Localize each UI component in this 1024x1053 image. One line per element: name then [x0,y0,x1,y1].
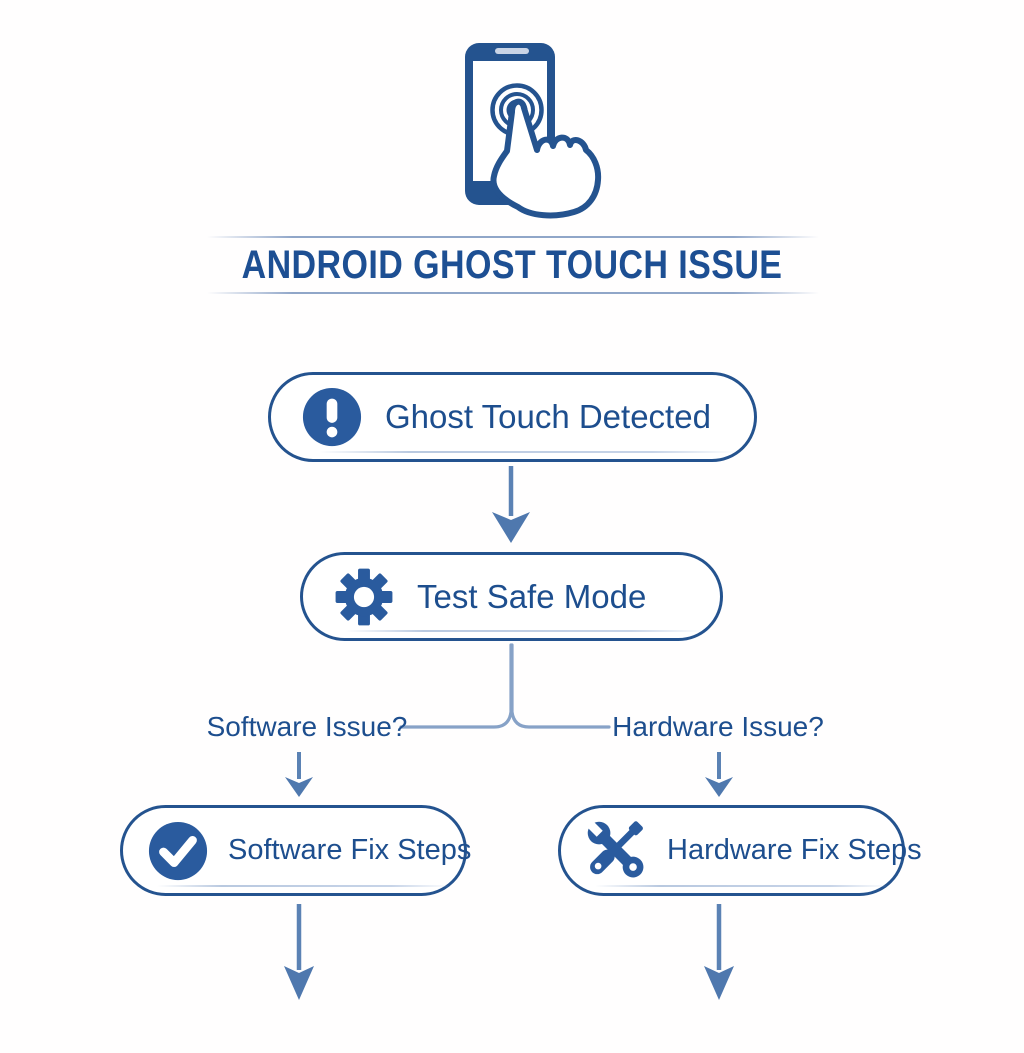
arrow-down-icon [492,466,530,543]
node-label: Test Safe Mode [417,577,647,615]
node-label: Software Fix Steps [228,834,472,866]
arrow-down-icon [285,752,313,797]
divider-line [207,236,819,238]
page-title: ANDROID GHOST TOUCH ISSUE [241,243,783,287]
node-label: Hardware Fix Steps [667,834,922,866]
node-software-fix-steps: Software Fix Steps [120,805,471,896]
node-label: Ghost Touch Detected [385,398,711,435]
alert-icon [302,387,362,447]
node-test-safe-mode: Test Safe Mode [300,552,723,641]
node-ghost-touch-detected: Ghost Touch Detected [268,372,757,462]
phone-touch-icon [465,43,602,219]
branch-label-software-issue: Software Issue? [206,711,408,742]
arrow-down-icon [284,904,314,1000]
tools-icon [583,816,644,877]
branch-label-hardware-issue: Hardware Issue? [612,711,824,742]
divider-line [207,292,819,294]
gear-icon [335,568,393,625]
check-icon [148,821,208,880]
node-hardware-fix-steps: Hardware Fix Steps [558,805,922,896]
arrow-down-icon [704,904,734,1000]
arrow-down-icon [705,752,733,797]
branch-connector [399,643,611,729]
